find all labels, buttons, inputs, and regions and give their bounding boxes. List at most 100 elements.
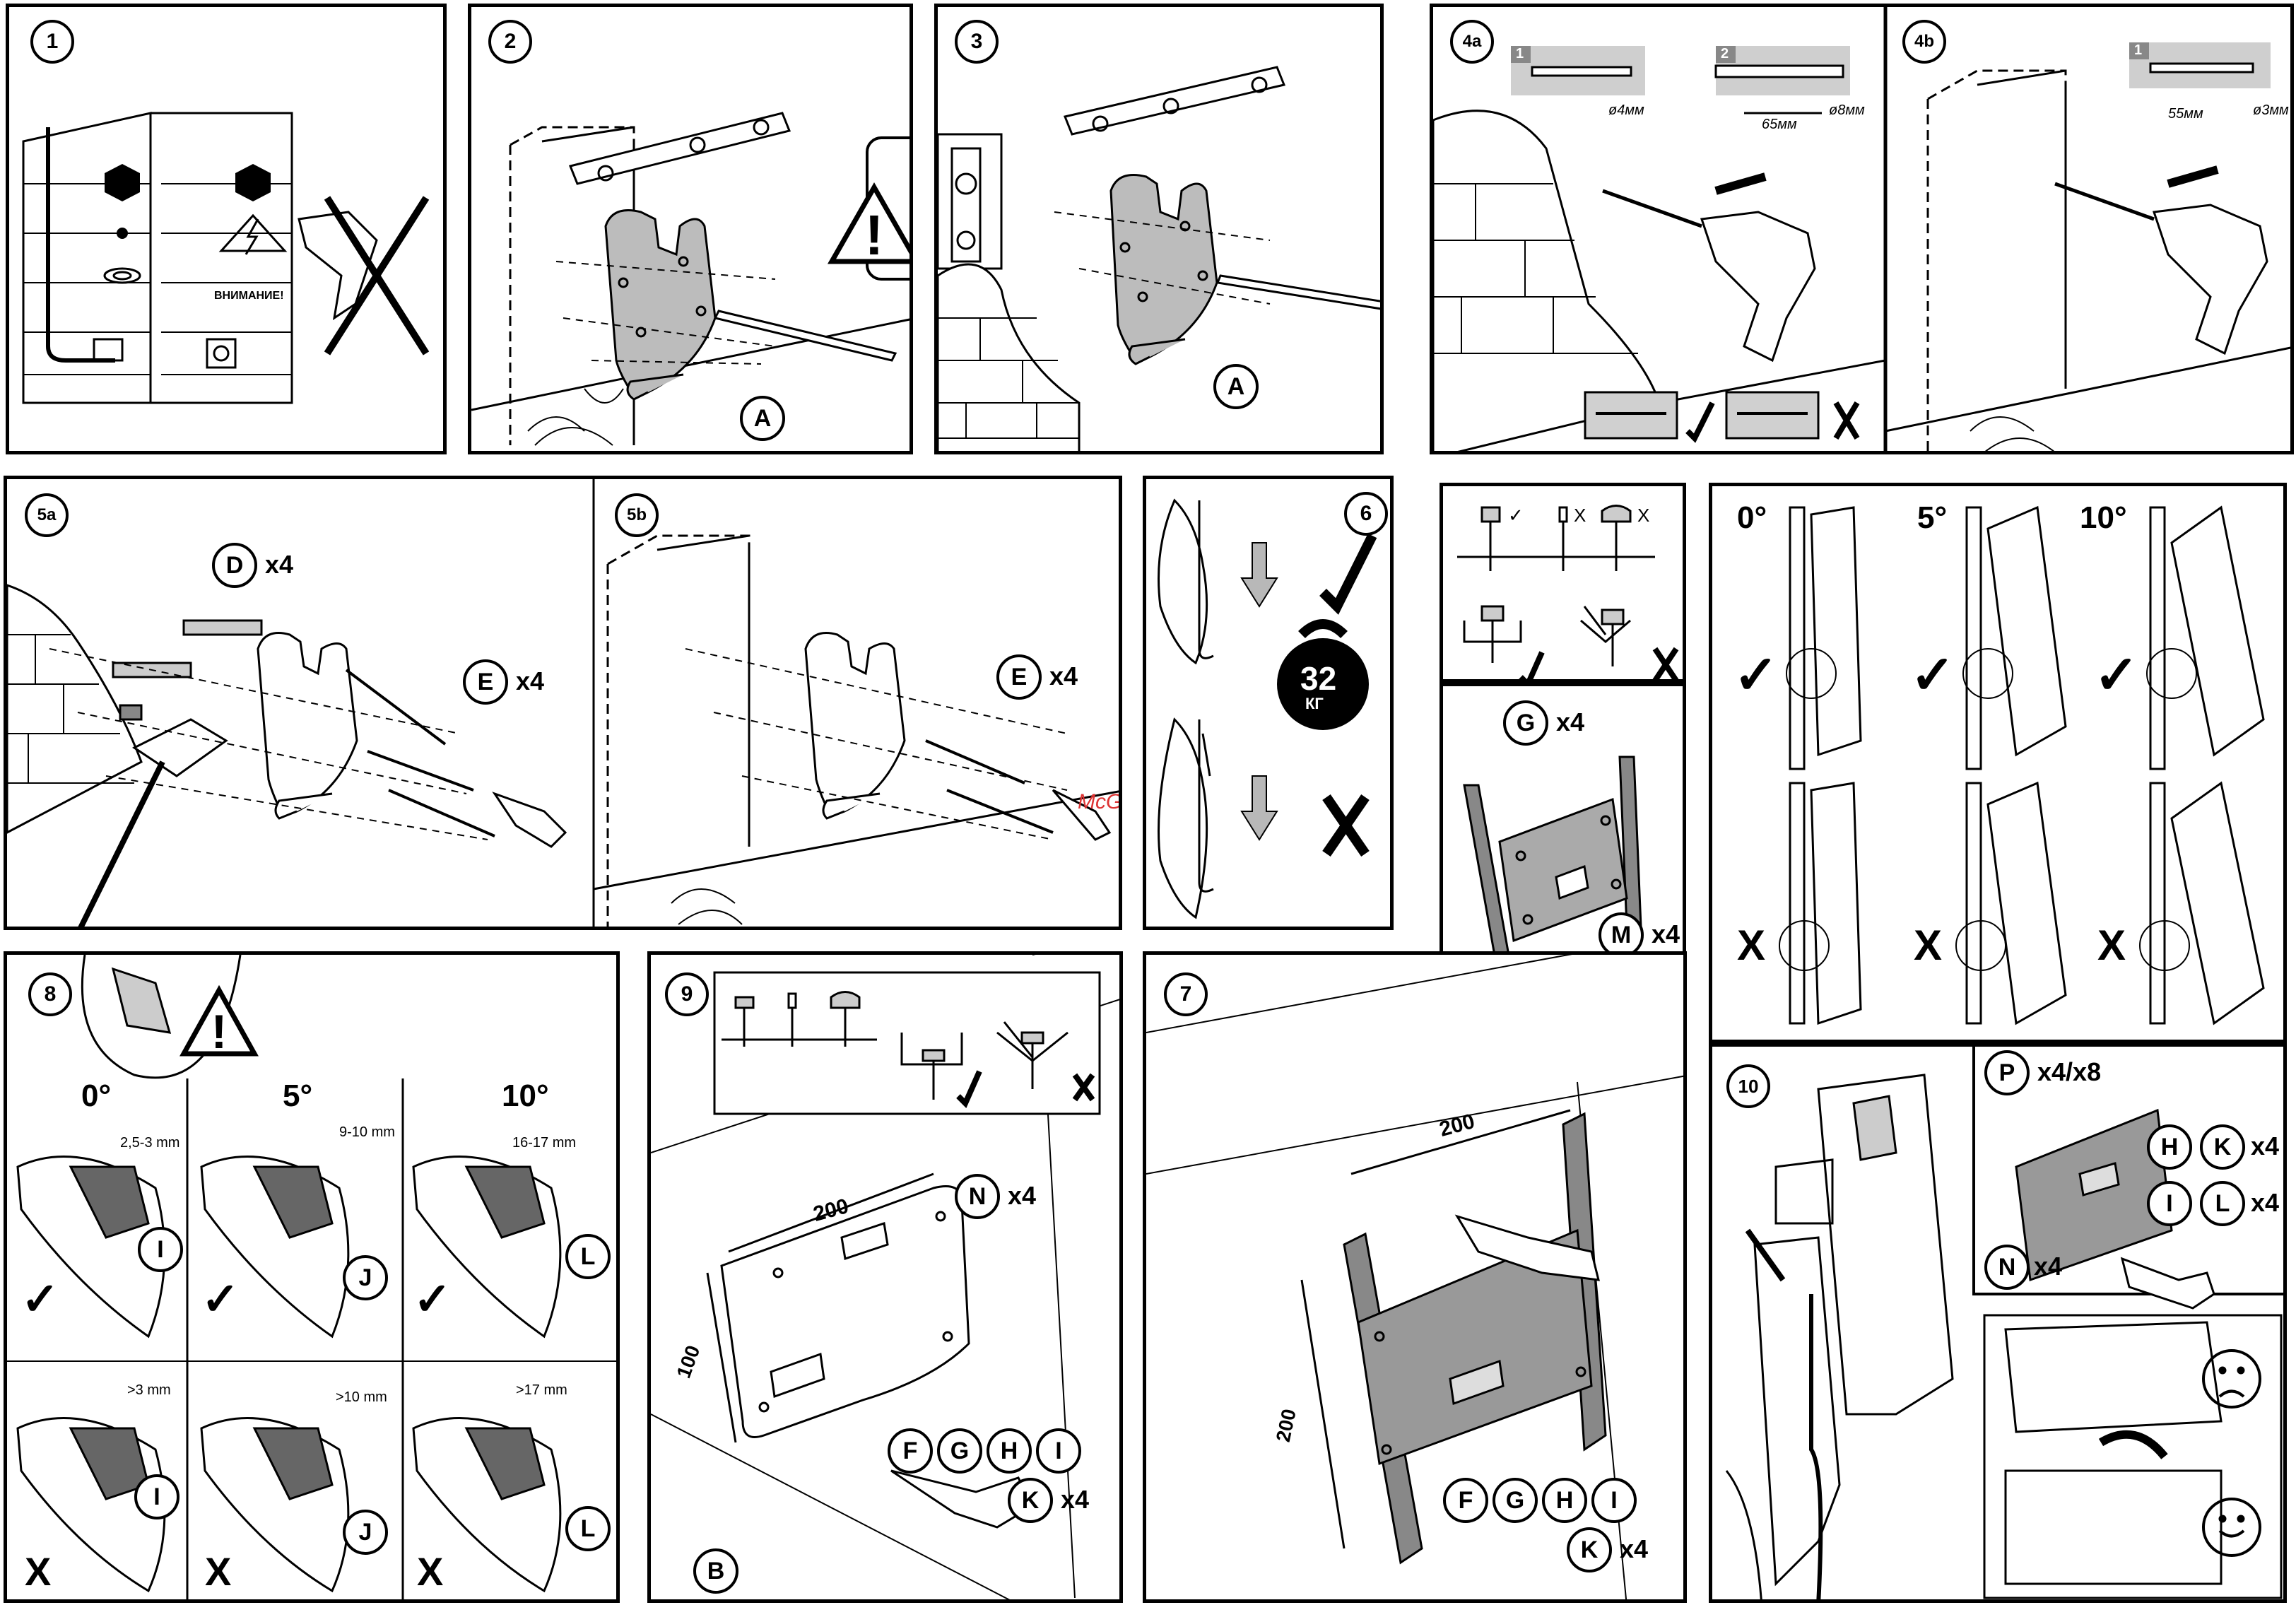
step-1-illustration [22,112,430,404]
gap-10-bad: >17 mm [516,1382,567,1398]
part-label-k: K [1567,1527,1612,1572]
step-10-illustration [1725,1047,2283,1599]
drill-stage-1-4b: 1 [2134,42,2143,58]
part-label-i: I [2147,1181,2192,1226]
part-label-l: L [565,1234,611,1279]
panel-step-7: ! 8 0° 5° 10° 2,5-3 mm 9-10 mm 16-17 mm … [4,951,620,1603]
step-number: 1 [30,20,74,64]
svg-text:!: ! [865,204,884,266]
gap-5-bad: >10 mm [336,1389,387,1405]
step-number: 6 [1344,492,1388,536]
part-label-g: G [937,1428,982,1474]
panel-step-10: 10 P x4/x8 H K x4 I L x4 N x4 [1709,1043,2287,1603]
gap-0-bad: >3 mm [127,1382,171,1398]
part-label-g: G [1493,1478,1538,1523]
step-6-illustration [1158,498,1377,919]
part-label-d: D [212,543,257,588]
ok-mark: ✓ [201,1274,240,1324]
part-label-e: E [463,659,508,705]
panel-step-3: 3 A [934,4,1384,454]
part-label-b: B [693,1548,738,1594]
qty-fghik: x4 [1620,1534,1649,1563]
step-number: 7 [1164,972,1208,1016]
bad-mark: X [1914,922,1943,969]
angle-10: 10° [2080,500,2127,535]
tilt-angles-illustration [1779,505,2265,1025]
angle-5: 5° [1917,500,1948,535]
angle-10: 10° [502,1078,549,1113]
panel-step-1: 1 ВНИМАНИЕ! [6,4,447,454]
warning-sign-text: ВНИМАНИЕ! [214,290,284,302]
step-number: 8 [28,972,72,1016]
part-label-n: N [955,1174,1000,1219]
parts-gmc-illustration [1463,756,1642,984]
part-label-h: H [1542,1478,1587,1523]
part-label-i: I [1591,1478,1637,1523]
qty-e-5b: x4 [1049,662,1078,690]
step-8-illustration [651,955,1119,1599]
qty-n: x4 [2034,1252,2063,1281]
part-label-n: N [1984,1245,2030,1290]
panel-tilt-angles: 0° 5° 10° ✓ ✓ ✓ X X X [1709,483,2287,1043]
qty-e: x4 [516,666,545,695]
svg-text:!: ! [211,1005,228,1059]
panel-screw-guide: ✓ X X [1440,483,1686,683]
panel-step-9: 7 200 200 F G H I K x4 [1143,951,1687,1603]
qty-fghik: x4 [1061,1485,1090,1514]
ok-mark: ✓ [2094,645,2139,705]
panel-step-5: 5a 5b D x4 E x4 E x4 McGrp.Ru [4,476,1122,930]
drill-diameter-8mm: ø8мм [1829,102,1865,118]
weight-value: 32 [1300,660,1337,697]
part-label-a: A [740,396,785,441]
ok-mark: ✓ [1733,645,1779,705]
part-label-k: K [2200,1124,2245,1170]
part-label-j: J [343,1510,388,1555]
qty-d: x4 [265,550,294,579]
svg-text:✓: ✓ [1508,505,1524,526]
gap-10-ok: 16-17 mm [512,1135,577,1151]
part-label-h: H [987,1428,1032,1474]
part-label-l: L [565,1506,611,1551]
step-number-5a: 5a [25,493,69,537]
gap-0-ok: 2,5-3 mm [120,1135,180,1151]
bad-mark: X [25,1549,52,1594]
part-label-f: F [888,1428,933,1474]
angle-0: 0° [1737,500,1767,535]
part-label-e-5b: E [996,654,1042,700]
drill-depth-55mm: 55мм [2168,106,2203,122]
ok-mark: ✓ [413,1274,452,1324]
step-number: 3 [955,20,999,64]
part-label-f: F [1443,1478,1488,1523]
part-label-i: I [134,1474,179,1519]
screw-guide-illustration: ✓ X X [1457,505,1679,679]
drill-stage-2: 2 [1721,46,1729,61]
panel-step-8: 9 200 100 N x4 B F G H I K x4 [647,951,1123,1603]
part-label-l: L [2200,1181,2245,1226]
step-number-5b: 5b [615,493,659,537]
step-number: 10 [1726,1064,1770,1108]
panel-step-6: 6 32 КГ [1143,476,1394,930]
svg-text:X: X [1574,505,1586,526]
part-label-a: A [1213,364,1259,409]
ok-mark: ✓ [1910,645,1955,705]
step-5-illustration [7,479,1119,927]
drill-diameter-4mm: ø4мм [1608,102,1644,118]
drill-depth-65mm: 65мм [1762,117,1797,132]
qty-hk: x4 [2251,1131,2280,1160]
step-7-illustration: ! [7,955,616,1599]
angle-5: 5° [283,1078,313,1113]
part-label-j: J [343,1255,388,1300]
bad-mark: X [205,1549,232,1594]
svg-text:X: X [1637,505,1649,526]
step-number-4a: 4a [1450,20,1494,64]
qty-g: x4 [1556,707,1585,736]
part-label-p: P [1984,1050,2030,1095]
qty-m: x4 [1652,919,1680,948]
part-label-i: I [1036,1428,1081,1474]
weight-unit: КГ [1305,695,1324,712]
step-number: 2 [488,20,532,64]
bad-mark: X [417,1549,444,1594]
qty-il: x4 [2251,1188,2280,1217]
qty-p: x4/x8 [2037,1057,2102,1086]
watermark: McGrp.Ru [1078,790,1122,813]
